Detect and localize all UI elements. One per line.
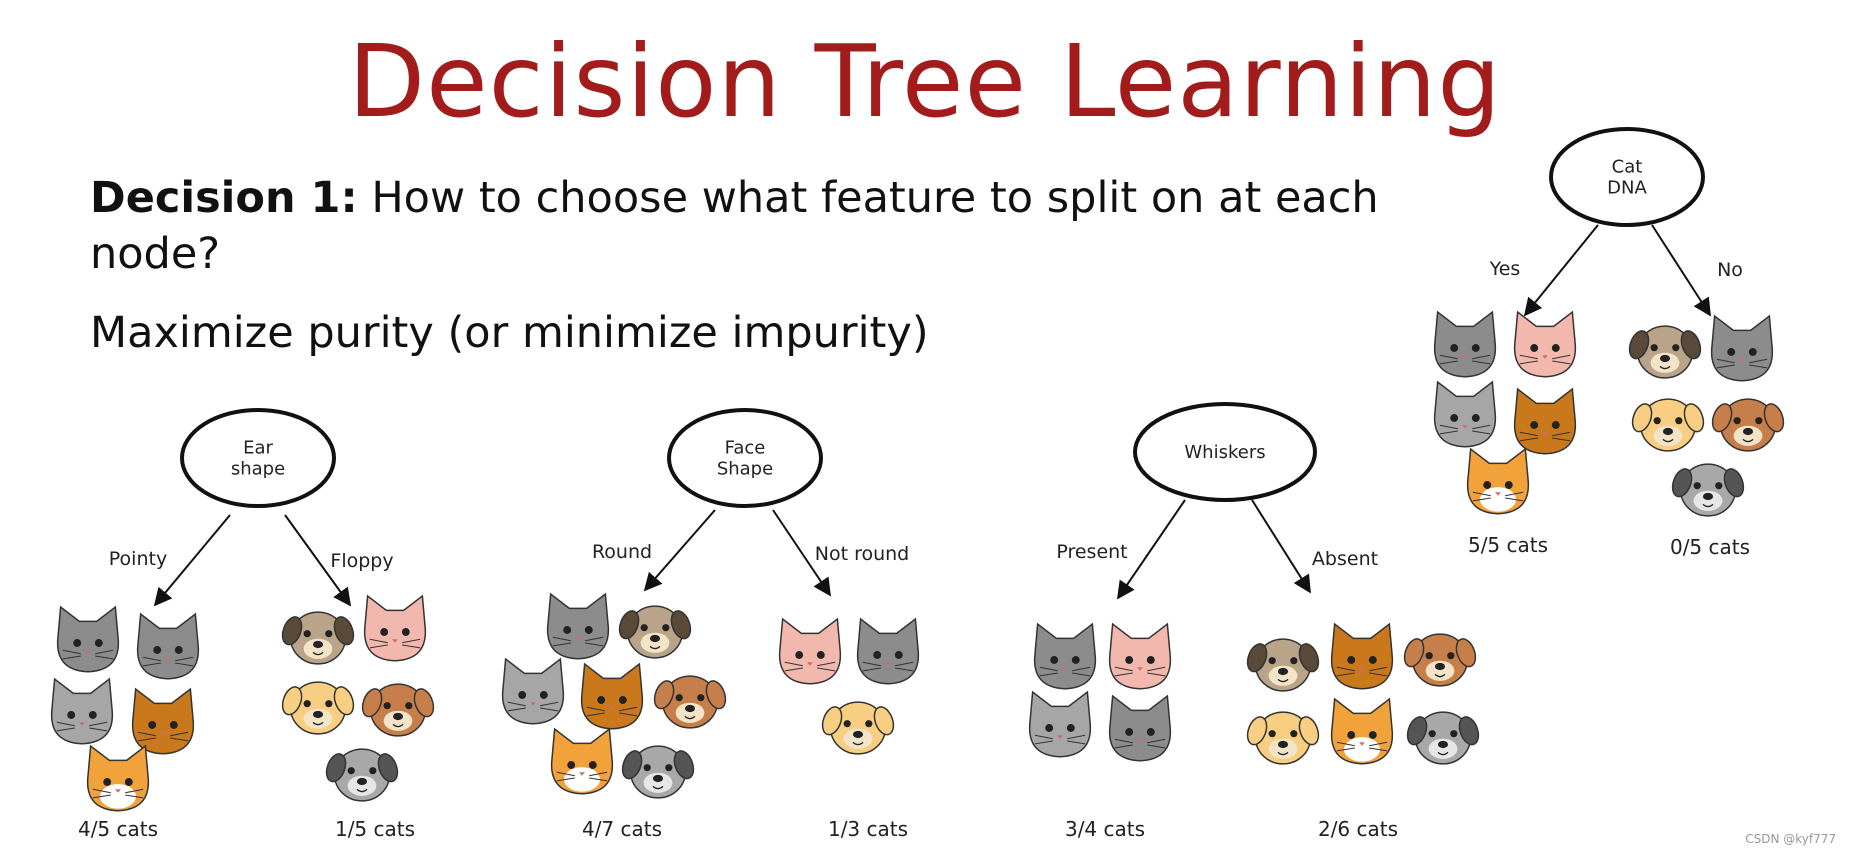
yellow-dog-icon <box>821 701 895 755</box>
left-cat-count: 3/4 cats <box>1065 817 1145 841</box>
gray-cat-icon <box>1434 310 1496 378</box>
right-cat-count: 1/5 cats <box>335 817 415 841</box>
pink-cat-icon <box>364 594 426 662</box>
calico-cat-icon <box>1331 697 1393 765</box>
gray-cat-icon <box>857 617 919 685</box>
pink-cat-icon <box>1514 310 1576 378</box>
pug-dog-icon <box>1628 325 1702 379</box>
gray-cat-icon <box>57 605 119 673</box>
watermark: CSDN @kyf777 <box>1745 832 1836 846</box>
left-cat-count: 5/5 cats <box>1468 533 1548 557</box>
node-label-line: Shape <box>717 459 773 480</box>
decision-node <box>1133 402 1317 502</box>
gray-cat-icon <box>1711 314 1773 382</box>
branch-arrow <box>1251 499 1311 594</box>
gray-dog-icon <box>1406 711 1480 765</box>
node-label-line: shape <box>231 459 285 480</box>
left-branch-label: Round <box>592 541 652 563</box>
purity-statement: Maximize purity (or minimize impurity) <box>90 308 929 358</box>
right-cat-count: 1/3 cats <box>828 817 908 841</box>
branch-arrow <box>1523 224 1599 317</box>
gray-dog-icon <box>1671 463 1745 517</box>
branch-arrow <box>772 509 832 597</box>
node-label-line: Face <box>725 438 766 459</box>
orange-cat-icon <box>1331 622 1393 690</box>
gray-dog-icon <box>325 748 399 802</box>
decision-node <box>1549 127 1705 227</box>
node-label-line: Ear <box>243 438 273 459</box>
branch-arrow <box>1116 499 1186 600</box>
pink-cat-icon <box>1109 622 1171 690</box>
decision-question-text: How to choose what feature to split on a… <box>90 173 1379 279</box>
brown-dog-icon <box>1711 398 1785 452</box>
decision-question: Decision 1: How to choose what feature t… <box>90 170 1410 282</box>
gray-cat-icon <box>137 612 199 680</box>
left-branch-label: Yes <box>1489 258 1521 280</box>
calico-cat-icon <box>1467 447 1529 515</box>
right-branch-label: Not round <box>815 543 910 565</box>
branch-arrow <box>643 509 716 592</box>
left-branch-label: Pointy <box>109 548 167 570</box>
right-branch-label: No <box>1717 259 1743 281</box>
calico-cat-icon <box>87 744 149 812</box>
decision-label: Decision 1: <box>90 173 358 223</box>
orange-cat-icon <box>1514 387 1576 455</box>
node-label-line: DNA <box>1607 178 1647 199</box>
left-cat-count: 4/7 cats <box>582 817 662 841</box>
brown-dog-icon <box>361 683 435 737</box>
orange-cat-icon <box>581 662 643 730</box>
right-branch-label: Absent <box>1312 548 1378 570</box>
pink-cat-icon <box>779 617 841 685</box>
yellow-dog-icon <box>1631 398 1705 452</box>
decision-node <box>667 408 823 508</box>
tabby-gray-cat-icon <box>1434 380 1496 448</box>
gray-cat-icon <box>547 592 609 660</box>
left-cat-count: 4/5 cats <box>78 817 158 841</box>
page-title: Decision Tree Learning <box>348 23 1502 140</box>
gray-cat-icon <box>1034 622 1096 690</box>
left-branch-label: Present <box>1056 541 1127 563</box>
decision-node <box>180 408 336 508</box>
node-label-line: Cat <box>1612 157 1643 178</box>
branch-arrow <box>284 514 352 607</box>
branch-arrow <box>153 514 231 607</box>
orange-cat-icon <box>132 687 194 755</box>
yellow-dog-icon <box>1246 711 1320 765</box>
tabby-gray-cat-icon <box>51 677 113 745</box>
pug-dog-icon <box>281 611 355 665</box>
right-cat-count: 2/6 cats <box>1318 817 1398 841</box>
right-cat-count: 0/5 cats <box>1670 535 1750 559</box>
node-label-line: Whiskers <box>1184 442 1265 463</box>
pug-dog-icon <box>1246 638 1320 692</box>
brown-dog-icon <box>1403 633 1477 687</box>
tabby-gray-cat-icon <box>1029 690 1091 758</box>
yellow-dog-icon <box>281 681 355 735</box>
right-branch-label: Floppy <box>330 550 393 572</box>
tabby-gray-cat-icon <box>502 657 564 725</box>
branch-arrow <box>1651 224 1711 317</box>
brown-dog-icon <box>653 675 727 729</box>
gray-cat-icon <box>1109 694 1171 762</box>
pug-dog-icon <box>618 605 692 659</box>
calico-cat-icon <box>551 727 613 795</box>
gray-dog-icon <box>621 745 695 799</box>
